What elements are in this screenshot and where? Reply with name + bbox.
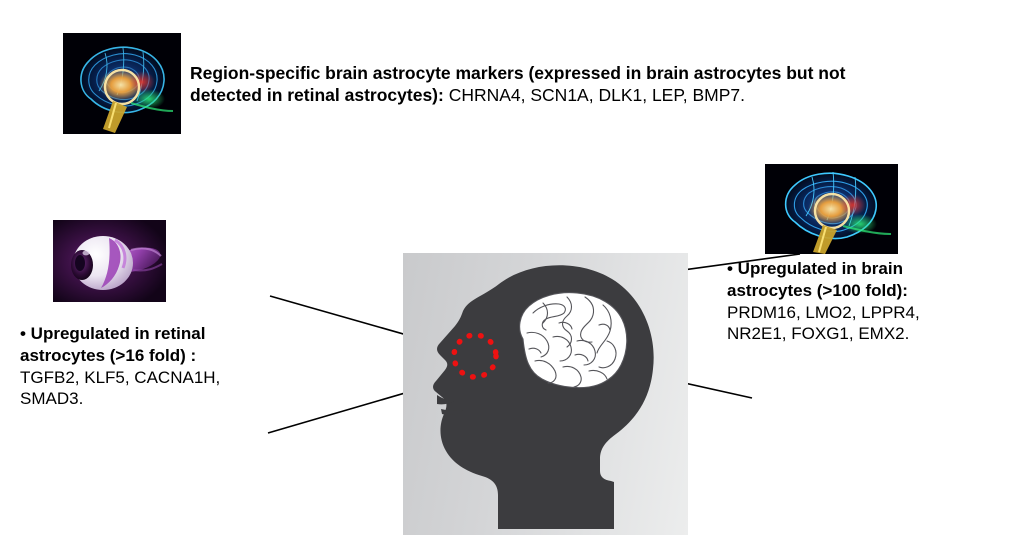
brain-scan-thumbnail-top xyxy=(63,33,181,134)
brain-callout-line1: • Upregulated in brain xyxy=(727,259,903,278)
retina-callout-line1: • Upregulated in retinal xyxy=(20,324,206,343)
retina-callout-genes-line1: TGFB2, KLF5, CACNA1H, xyxy=(20,367,221,387)
top-callout-text: Region-specific brain astrocyte markers … xyxy=(190,62,1000,107)
brain-illustration xyxy=(519,292,628,389)
brain-callout-text: • Upregulated in brain astrocytes (>100 … xyxy=(727,258,1012,345)
retina-callout-text: • Upregulated in retinal astrocytes (>16… xyxy=(20,323,305,410)
top-callout-bold-line1: Region-specific brain astrocyte markers … xyxy=(190,63,846,83)
retina-callout-genes-line2: SMAD3. xyxy=(20,389,84,409)
brain-scan-thumbnail-right xyxy=(765,164,898,254)
brain-callout-line2: astrocytes (>100 fold): xyxy=(727,280,908,300)
retina-location-dotted-circle xyxy=(451,332,499,380)
eyeball-thumbnail xyxy=(53,220,166,302)
retina-callout-line2: astrocytes (>16 fold) : xyxy=(20,345,197,365)
brain-callout-genes-line1: PRDM16, LMO2, LPPR4, xyxy=(727,302,920,322)
head-diagram-panel xyxy=(403,253,688,535)
brain-callout-genes-line2: NR2E1, FOXG1, EMX2. xyxy=(727,324,910,344)
top-callout-bold-line2: detected in retinal astrocytes): xyxy=(190,85,444,106)
top-callout-gene-list: CHRNA4, SCN1A, DLK1, LEP, BMP7. xyxy=(443,85,746,106)
